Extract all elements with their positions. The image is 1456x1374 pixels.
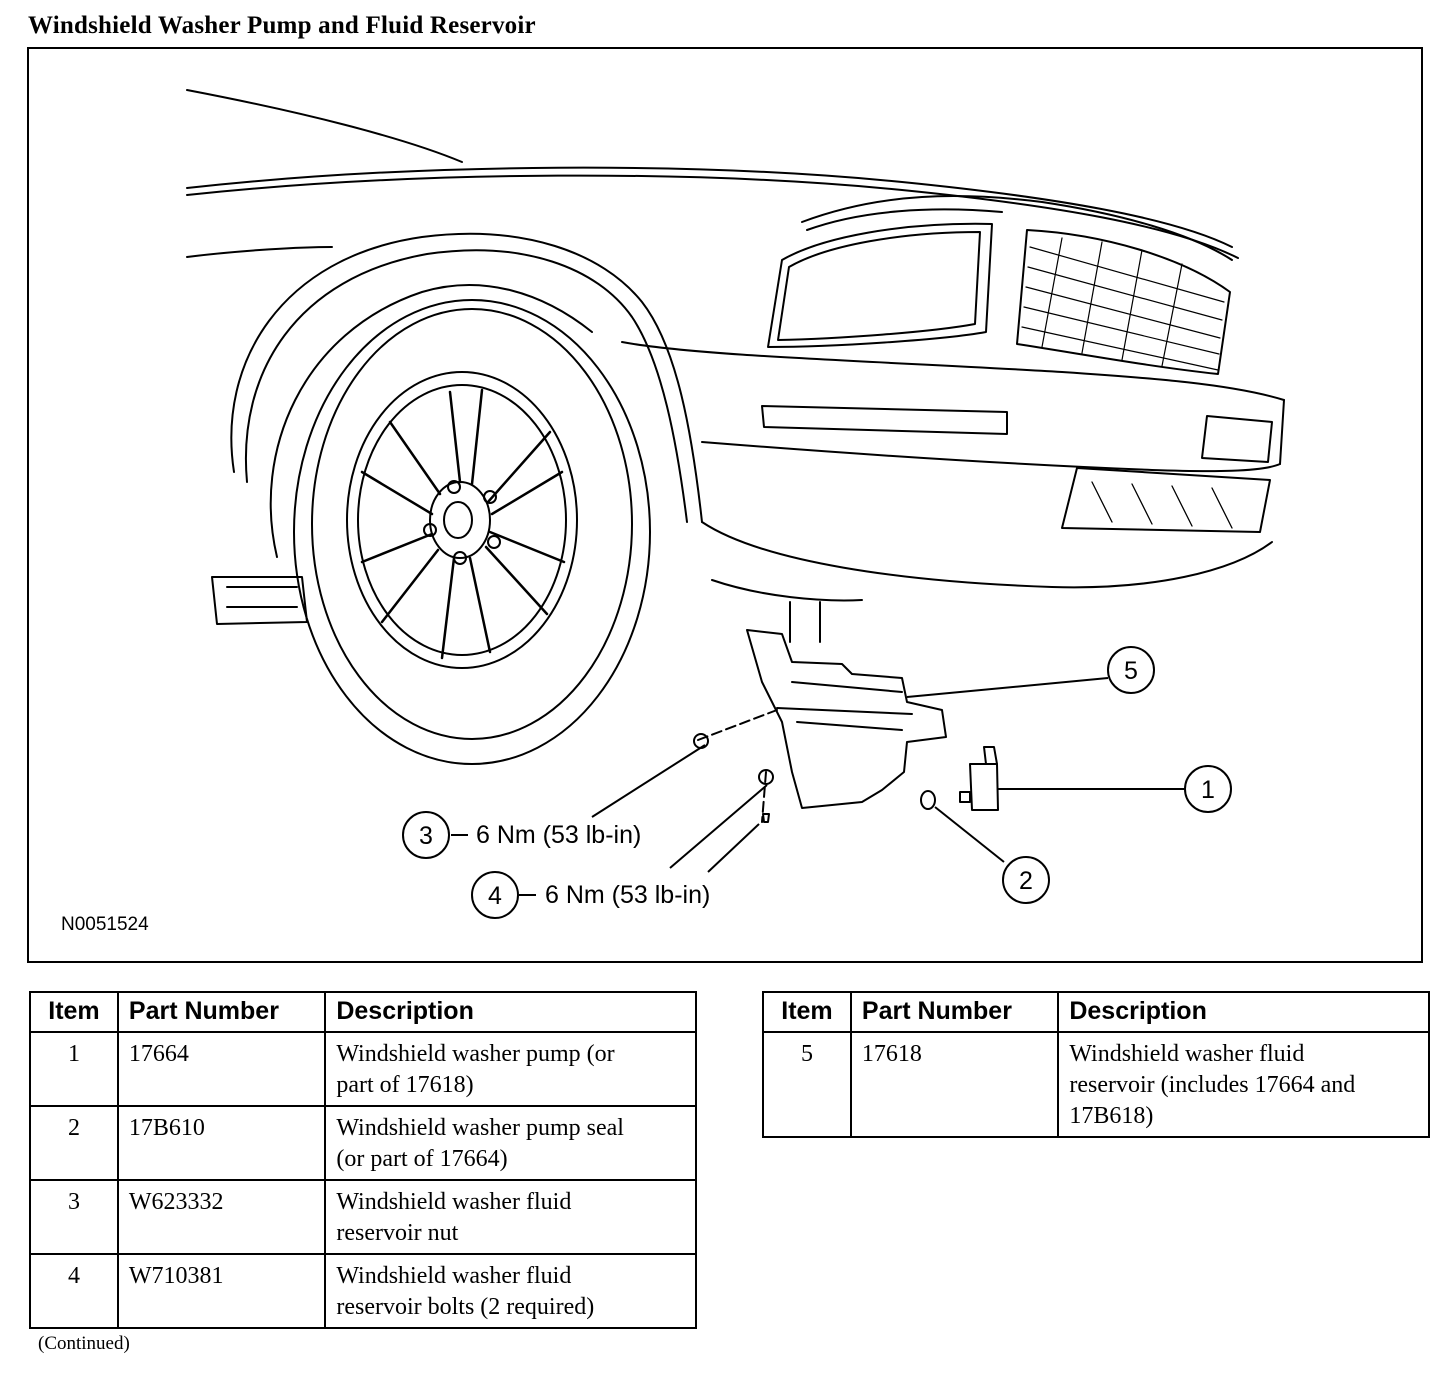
table-header-row: Item Part Number Description [762, 991, 1430, 1033]
description-line: Windshield washer pump (or [336, 1041, 615, 1067]
item-number: 5 [762, 1031, 852, 1138]
illustration-id: N0051524 [61, 914, 149, 935]
item-number: 2 [29, 1105, 119, 1181]
description-line: Windshield washer fluid [1069, 1041, 1305, 1067]
column-header-part-number: Part Number [116, 991, 327, 1033]
part-description: Windshield washer fluid reservoir nut [324, 1179, 697, 1255]
callout-3-torque-spec: 6 Nm (53 lb-in) [476, 821, 642, 849]
table-row: 3 W623332 Windshield washer fluid reservo… [29, 1179, 697, 1255]
description-line: 17B618) [1069, 1103, 1154, 1129]
part-number: W623332 [116, 1179, 327, 1255]
part-description: Windshield washer fluid reservoir (includ… [1057, 1031, 1430, 1138]
part-number: 17B610 [116, 1105, 327, 1181]
fender-arch [230, 232, 703, 523]
table-row: 1 17664 Windshield washer pump (or part o… [29, 1031, 697, 1107]
lower-grille-opening [1061, 467, 1271, 533]
callout-5-circle [1107, 646, 1155, 694]
grille [1016, 229, 1231, 375]
description-line: Windshield washer pump seal [336, 1115, 624, 1141]
illustration-frame: 5 1 2 3 4 6 Nm (53 lb-in) 6 Nm (53 lb-in… [27, 47, 1423, 963]
table-header-row: Item Part Number Description [29, 991, 697, 1033]
page-title: Windshield Washer Pump and Fluid Reservo… [28, 12, 536, 39]
table-row: 5 17618 Windshield washer fluid reservoir… [762, 1031, 1430, 1138]
part-number: W710381 [116, 1253, 327, 1329]
callout-2-label: 2 [1019, 867, 1033, 895]
table-row: 4 W710381 Windshield washer fluid reservo… [29, 1253, 697, 1329]
part-number: 17618 [849, 1031, 1060, 1138]
column-header-item: Item [762, 991, 852, 1033]
reservoir-bolt [758, 769, 774, 785]
washer-reservoir [746, 629, 947, 809]
front-bumper [621, 341, 1285, 401]
side-marker-lamp [761, 405, 1008, 435]
part-number: 17664 [116, 1031, 327, 1107]
callout-2-circle [1002, 856, 1050, 904]
description-line: Windshield washer fluid [336, 1263, 572, 1289]
tire [293, 299, 651, 765]
description-line: reservoir bolts (2 required) [336, 1294, 595, 1320]
callout-1-circle [1184, 765, 1232, 813]
washer-pump [969, 763, 999, 811]
parts-table-right: Item Part Number Description 5 17618 Win… [762, 991, 1430, 1138]
part-description: Windshield washer pump (or part of 17618) [324, 1031, 697, 1107]
reservoir-nut [693, 733, 709, 749]
item-number: 1 [29, 1031, 119, 1107]
description-line: reservoir nut [336, 1220, 459, 1246]
description-line: (or part of 17664) [336, 1146, 508, 1172]
parts-table-left: Item Part Number Description 1 17664 Win… [29, 991, 697, 1329]
description-line: part of 17618) [336, 1072, 474, 1098]
column-header-part-number: Part Number [849, 991, 1060, 1033]
continued-note: (Continued) [38, 1333, 130, 1354]
item-number: 3 [29, 1179, 119, 1255]
wheel-rim [346, 371, 578, 669]
callout-1-label: 1 [1201, 776, 1215, 804]
item-number: 4 [29, 1253, 119, 1329]
table-row: 2 17B610 Windshield washer pump seal (or … [29, 1105, 697, 1181]
headlamp [767, 222, 993, 348]
hood-outline [186, 166, 1233, 248]
pump-seal [920, 790, 936, 810]
callout-5-label: 5 [1124, 657, 1138, 685]
callout-3-label: 3 [419, 822, 433, 850]
column-header-item: Item [29, 991, 119, 1033]
callout-4-label: 4 [488, 882, 502, 910]
windshield-outline [186, 89, 463, 163]
description-line: Windshield washer fluid [336, 1189, 572, 1215]
callout-4-torque-spec: 6 Nm (53 lb-in) [545, 881, 711, 909]
callout-4-circle [471, 871, 519, 919]
part-description: Windshield washer fluid reservoir bolts (… [324, 1253, 697, 1329]
description-line: reservoir (includes 17664 and [1069, 1072, 1356, 1098]
callout-3-circle [402, 811, 450, 859]
column-header-description: Description [324, 991, 697, 1033]
car-front-illustration [186, 89, 1285, 919]
part-description: Windshield washer pump seal (or part of 1… [324, 1105, 697, 1181]
column-header-description: Description [1057, 991, 1430, 1033]
